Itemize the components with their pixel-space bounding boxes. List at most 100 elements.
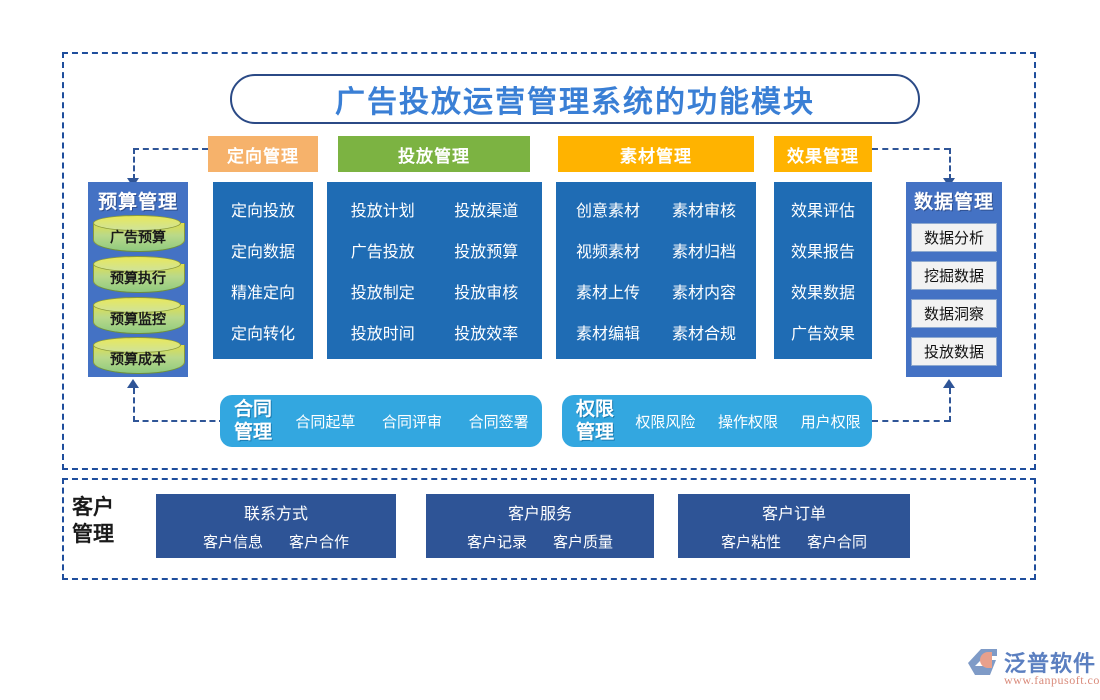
budget-item-label: 预算监控 [110, 310, 166, 327]
creative-management-panel[interactable]: 创意素材 素材审核 视频素材 素材归档 素材上传 素材内容 素材编辑 素材合规 [556, 182, 756, 359]
panel-cell[interactable]: 素材编辑 [575, 326, 640, 344]
customer-item[interactable]: 客户粘性 [720, 534, 781, 551]
customer-group-head: 客户订单 [761, 506, 826, 523]
customer-contact-group[interactable]: 联系方式 客户信息 客户合作 [156, 494, 396, 558]
connector-permission-vertical [949, 388, 951, 422]
data-management-panel[interactable]: 数据管理 数据分析 挖掘数据 数据洞察 投放数据 [906, 182, 1002, 377]
panel-row: 素材编辑 素材合规 [560, 312, 752, 353]
effect-management-panel[interactable]: 效果评估 效果报告 效果数据 广告效果 [774, 182, 872, 359]
panel-row: 投放计划 投放渠道 [331, 188, 538, 229]
contract-item[interactable]: 合同起草 [295, 413, 356, 431]
panel-row: 投放制定 投放审核 [331, 271, 538, 312]
customer-item[interactable]: 客户合同 [807, 534, 868, 551]
tab-delivery-management[interactable]: 投放管理 [338, 136, 530, 172]
customer-item[interactable]: 客户记录 [466, 534, 527, 551]
company-logo: 泛普软件 www.fanpusoft.com [966, 646, 1100, 692]
customer-group-head: 联系方式 [243, 506, 308, 523]
panel-cell[interactable]: 定向转化 [230, 326, 295, 344]
panel-row: 定向数据 [217, 229, 309, 270]
fanpu-logo-icon [968, 649, 997, 675]
contract-management-bar[interactable]: 合同 管理 合同起草 合同评审 合同签署 [220, 395, 542, 447]
page-title: 广告投放运营管理系统的功能模块 [230, 74, 920, 124]
panel-cell[interactable]: 素材上传 [575, 285, 640, 303]
panel-cell[interactable]: 素材内容 [671, 285, 736, 303]
panel-cell[interactable]: 广告投放 [350, 243, 415, 261]
tab-effect-management[interactable]: 效果管理 [774, 136, 872, 172]
budget-item-label: 预算执行 [110, 269, 166, 286]
customer-item[interactable]: 客户信息 [202, 534, 263, 551]
budget-management-title: 预算管理 [97, 192, 178, 213]
panel-cell[interactable]: 投放审核 [454, 285, 519, 303]
customer-service-group[interactable]: 客户服务 客户记录 客户质量 [426, 494, 654, 558]
customer-order-group[interactable]: 客户订单 客户粘性 客户合同 [678, 494, 910, 558]
cylinder-top-icon [93, 337, 181, 354]
panel-cell[interactable]: 投放渠道 [454, 202, 519, 220]
panel-cell[interactable]: 广告效果 [790, 326, 855, 344]
data-management-item[interactable]: 挖掘数据 [911, 261, 997, 290]
permission-item[interactable]: 权限风险 [635, 413, 696, 431]
panel-cell[interactable]: 投放预算 [454, 243, 519, 261]
main-module-frame [62, 52, 1036, 470]
contract-item[interactable]: 合同评审 [381, 413, 442, 431]
cylinder-top-icon [93, 296, 181, 313]
panel-cell[interactable]: 效果数据 [790, 285, 855, 303]
contract-title-line1: 合同 [234, 399, 273, 420]
permission-item[interactable]: 操作权限 [717, 413, 778, 431]
panel-cell[interactable]: 投放制定 [350, 285, 415, 303]
budget-item-label: 广告预算 [110, 229, 166, 245]
customer-management-label: 客户 管理 [72, 494, 152, 548]
data-management-item[interactable]: 数据洞察 [911, 299, 997, 328]
customer-group-items: 客户信息 客户合作 [203, 531, 349, 552]
connector-permission-horizontal [872, 420, 950, 422]
panel-cell[interactable]: 素材归档 [671, 243, 736, 261]
budget-item-cylinder[interactable]: 预算监控 [93, 296, 185, 337]
panel-cell[interactable]: 定向数据 [230, 243, 295, 261]
customer-label-line1: 客户 [72, 496, 114, 519]
panel-cell[interactable]: 效果评估 [790, 202, 855, 220]
permission-title-line2: 管理 [576, 422, 615, 443]
panel-row: 视频素材 素材归档 [560, 229, 752, 270]
permission-title-line1: 权限 [576, 399, 615, 420]
customer-group-items: 客户记录 客户质量 [467, 531, 613, 552]
connector-contract-horizontal [133, 420, 225, 422]
panel-cell[interactable]: 视频素材 [575, 243, 640, 261]
panel-cell[interactable]: 效果报告 [790, 243, 855, 261]
customer-module-frame [62, 478, 1036, 580]
panel-cell[interactable]: 投放时间 [350, 326, 415, 344]
panel-cell[interactable]: 投放计划 [350, 202, 415, 220]
budget-item-cylinder[interactable]: 广告预算 [93, 215, 185, 255]
customer-item[interactable]: 客户合作 [289, 534, 350, 551]
data-management-item[interactable]: 投放数据 [911, 337, 997, 366]
targeting-management-panel[interactable]: 定向投放 定向数据 精准定向 定向转化 [213, 182, 313, 359]
tab-targeting-management[interactable]: 定向管理 [208, 136, 318, 172]
permission-management-title: 权限 管理 [576, 398, 614, 444]
contract-item[interactable]: 合同签署 [468, 413, 529, 431]
panel-row: 创意素材 素材审核 [560, 188, 752, 229]
panel-cell[interactable]: 素材审核 [671, 202, 736, 220]
panel-cell[interactable]: 定向投放 [230, 202, 295, 220]
data-management-item[interactable]: 数据分析 [911, 223, 997, 252]
customer-label-line2: 管理 [72, 523, 114, 546]
panel-cell[interactable]: 精准定向 [230, 285, 295, 303]
delivery-management-panel[interactable]: 投放计划 投放渠道 广告投放 投放预算 投放制定 投放审核 投放时间 投放效率 [327, 182, 542, 359]
logo-url: www.fanpusoft.com [1004, 673, 1100, 687]
panel-row: 效果报告 [778, 229, 868, 270]
panel-cell[interactable]: 素材合规 [671, 326, 736, 344]
budget-item-cylinder[interactable]: 预算执行 [93, 255, 185, 296]
panel-row: 定向转化 [217, 312, 309, 353]
panel-cell[interactable]: 投放效率 [454, 326, 519, 344]
data-management-title: 数据管理 [913, 192, 994, 213]
tab-creative-management[interactable]: 素材管理 [558, 136, 754, 172]
tab-label: 投放管理 [398, 146, 470, 166]
customer-group-head: 客户服务 [507, 506, 572, 523]
connector-contract-vertical [133, 388, 135, 422]
tab-label: 定向管理 [227, 146, 299, 166]
budget-management-panel[interactable]: 预算管理 广告预算 预算执行 预算监控 预算成本 [88, 182, 188, 377]
panel-cell[interactable]: 创意素材 [575, 202, 640, 220]
budget-item-cylinder[interactable]: 预算成本 [93, 337, 185, 377]
page-title-text: 广告投放运营管理系统的功能模块 [335, 86, 815, 119]
permission-item[interactable]: 用户权限 [800, 413, 861, 431]
panel-row: 定向投放 [217, 188, 309, 229]
permission-management-bar[interactable]: 权限 管理 权限风险 操作权限 用户权限 [562, 395, 872, 447]
customer-item[interactable]: 客户质量 [553, 534, 614, 551]
